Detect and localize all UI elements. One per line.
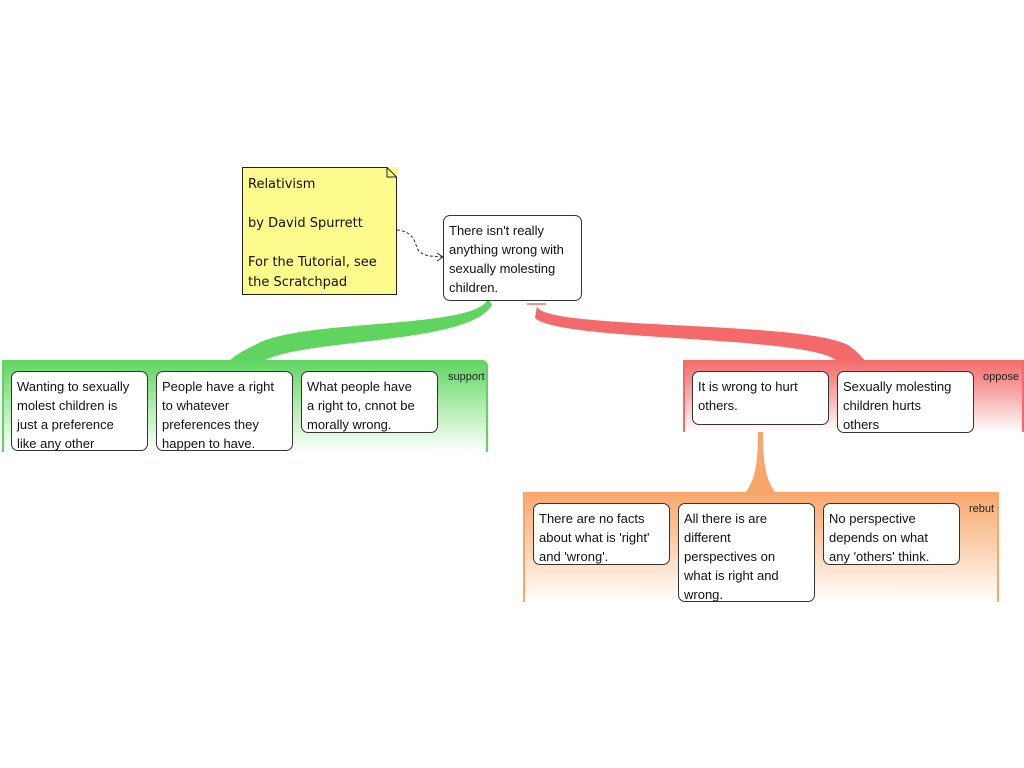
rebut-label: rebut <box>969 503 995 515</box>
reason-line: perspectives on <box>684 549 776 564</box>
support-label: support <box>448 371 485 383</box>
reason-line: children hurts <box>843 398 922 413</box>
reason-line: to whatever <box>162 398 230 413</box>
reason-line: preferences they <box>162 417 259 432</box>
reason-line: a right to, cnnot be <box>307 398 415 413</box>
claim-line: sexually molesting <box>449 261 556 276</box>
reason-line: others <box>843 417 880 432</box>
main-claim[interactable]: There isn't really anything wrong with s… <box>443 215 582 301</box>
note-tutorial-line: For the Tutorial, see <box>248 255 377 270</box>
reason-line: others. <box>698 398 738 413</box>
reason-line: about what is 'right' <box>539 530 650 545</box>
reason-line: what is right and <box>684 568 779 583</box>
claim-line: There isn't really <box>449 223 544 238</box>
claim-line: children. <box>449 280 499 295</box>
reason-line: depends on what <box>829 530 929 545</box>
reason-line: molest children is <box>17 398 118 413</box>
rebut-link <box>744 432 777 494</box>
reason-line: People have a right <box>162 379 275 394</box>
rebut-reason[interactable]: No perspective depends on what any 'othe… <box>823 503 960 565</box>
note-shape <box>242 167 397 295</box>
reason-line: Sexually molesting <box>843 379 952 394</box>
reason-line: different <box>684 530 731 545</box>
reason-line: any 'others' think. <box>829 549 930 564</box>
support-reason[interactable]: People have a right to whatever preferen… <box>156 371 293 451</box>
oppose-reason[interactable]: It is wrong to hurt others. <box>692 371 829 425</box>
reason-line: morally wrong. <box>307 417 392 432</box>
reason-line: It is wrong to hurt <box>698 379 798 394</box>
support-reason[interactable]: What people have a right to, cnnot be mo… <box>301 371 438 433</box>
reason-line: All there is are <box>684 511 768 526</box>
oppose-link <box>535 306 866 362</box>
support-link <box>228 298 492 362</box>
note-connector <box>396 229 443 258</box>
reason-line: and 'wrong'. <box>539 549 609 564</box>
reason-line: wrong. <box>684 587 724 602</box>
note-author: by David Spurrett <box>248 216 363 231</box>
note-title: Relativism <box>248 177 316 192</box>
reason-line: like any other <box>17 436 95 451</box>
oppose-reason[interactable]: Sexually molesting children hurts others <box>837 371 974 433</box>
reason-line: No perspective <box>829 511 916 526</box>
support-reason[interactable]: Wanting to sexually molest children is j… <box>11 371 148 451</box>
oppose-label: oppose <box>983 371 1020 383</box>
reason-line: just a preference <box>17 417 114 432</box>
reason-line: What people have <box>307 379 412 394</box>
scratch-note[interactable]: Relativism by David Spurrett For the Tut… <box>242 167 397 295</box>
rebut-reason[interactable]: All there is are different perspectives … <box>678 503 815 602</box>
reason-line: Wanting to sexually <box>17 379 130 394</box>
reason-line: happen to have. <box>162 436 256 451</box>
rebut-reason[interactable]: There are no facts about what is 'right'… <box>533 503 670 565</box>
reason-line: There are no facts <box>539 511 645 526</box>
claim-line: anything wrong with <box>449 242 564 257</box>
note-scratchpad-line: the Scratchpad <box>248 274 348 290</box>
